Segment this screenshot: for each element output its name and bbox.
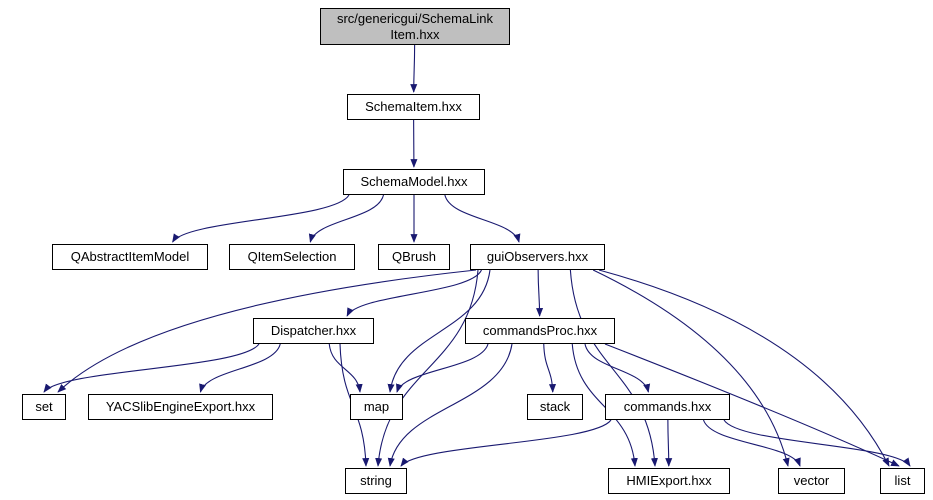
graph-node-vector[interactable]: vector — [778, 468, 845, 494]
edge-commands-to-HMIExport — [665, 419, 673, 467]
edge-guiObservers-to-commandsProc — [536, 269, 544, 317]
edge-SchemaModel-to-guiObservers — [444, 194, 521, 243]
edge-guiObservers-to-HMIExport — [569, 269, 658, 467]
graph-node-SchemaModel[interactable]: SchemaModel.hxx — [343, 169, 485, 195]
graph-node-commandsProc[interactable]: commandsProc.hxx — [465, 318, 615, 344]
graph-node-string[interactable]: string — [345, 468, 407, 494]
graph-node-set[interactable]: set — [22, 394, 66, 420]
edge-Dispatcher-to-YACSlibEngineExport — [199, 343, 281, 393]
graph-node-QItemSelection[interactable]: QItemSelection — [229, 244, 355, 270]
graph-node-HMIExport[interactable]: HMIExport.hxx — [608, 468, 730, 494]
edge-root-to-SchemaItem — [410, 44, 418, 93]
graph-node-QBrush[interactable]: QBrush — [378, 244, 450, 270]
edge-commandsProc-to-stack — [543, 343, 557, 393]
graph-node-Dispatcher[interactable]: Dispatcher.hxx — [253, 318, 374, 344]
edge-commandsProc-to-map — [396, 343, 489, 393]
edge-commands-to-vector — [702, 419, 801, 467]
edge-guiObservers-to-vector — [592, 269, 790, 467]
edge-commandsProc-to-commands — [584, 343, 651, 393]
edge-SchemaModel-to-QAbstractItemModel — [172, 194, 350, 243]
edge-Dispatcher-to-map — [328, 343, 363, 393]
edge-SchemaModel-to-QItemSelection — [308, 194, 385, 243]
graph-node-map[interactable]: map — [350, 394, 403, 420]
edge-commands-to-string — [400, 419, 612, 467]
edge-guiObservers-to-string — [375, 269, 479, 467]
graph-node-list[interactable]: list — [880, 468, 925, 494]
graph-node-QAbstractItemModel[interactable]: QAbstractItemModel — [52, 244, 208, 270]
graph-node-root: src/genericgui/SchemaLink Item.hxx — [320, 8, 510, 45]
edge-guiObservers-to-list — [598, 269, 890, 467]
graph-node-guiObservers[interactable]: guiObservers.hxx — [470, 244, 605, 270]
graph-node-YACSlibEngineExport[interactable]: YACSlibEngineExport.hxx — [88, 394, 273, 420]
graph-node-SchemaItem[interactable]: SchemaItem.hxx — [347, 94, 480, 120]
edge-commandsProc-to-string — [387, 343, 513, 467]
edge-guiObservers-to-Dispatcher — [346, 269, 483, 317]
graph-node-commands[interactable]: commands.hxx — [605, 394, 730, 420]
graph-node-stack[interactable]: stack — [527, 394, 583, 420]
edge-Dispatcher-to-set — [43, 343, 260, 393]
edge-commands-to-list — [723, 419, 911, 467]
